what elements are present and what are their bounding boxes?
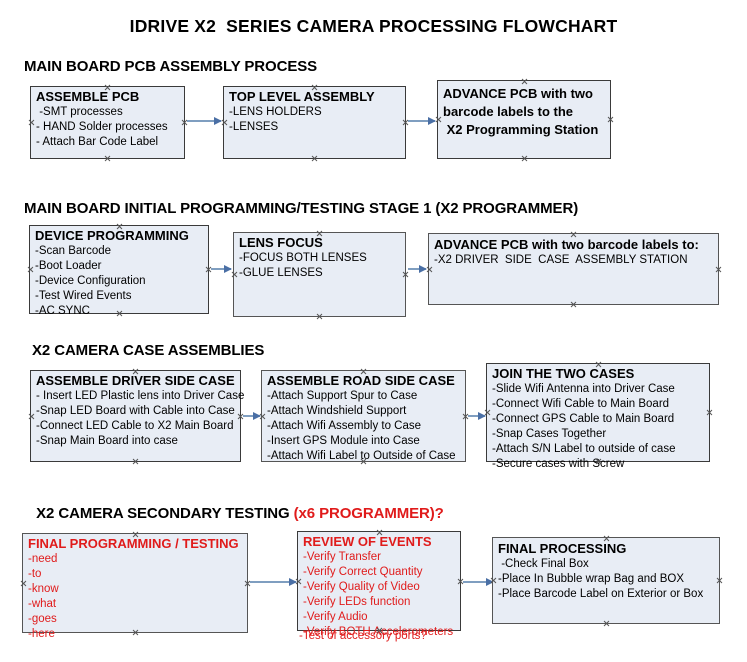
node-device-programming[interactable]: DEVICE PROGRAMMING -Scan Barcode -Boot L… [27, 225, 209, 317]
section-heading-pcb-assembly: MAIN BOARD PCB ASSEMBLY PROCESS [24, 58, 318, 75]
node-line: -LENSES [229, 121, 279, 133]
node-line: -Verify Transfer [303, 551, 381, 563]
node-join-the-two-cases[interactable]: JOIN THE TWO CASES -Slide Wifi Antenna i… [486, 363, 710, 470]
connection-point-top [521, 78, 528, 85]
section-heading-initial-programming: MAIN BOARD INITIAL PROGRAMMING/TESTING S… [24, 200, 579, 217]
node-line: -GLUE LENSES [239, 267, 323, 279]
node-line: -Scan Barcode [35, 245, 112, 257]
connector-final-programming-to-review [250, 578, 297, 586]
connection-point-bottom [603, 620, 610, 627]
node-title: REVIEW OF EVENTS [303, 534, 432, 549]
connection-point-bottom [311, 155, 318, 162]
connector-road-case-to-join-cases [468, 412, 486, 420]
connection-point-bottom [316, 313, 323, 320]
node-line: -Snap Main Board into case [36, 435, 178, 447]
connection-point-left [27, 266, 34, 273]
connection-point-bottom [570, 301, 577, 308]
node-line: -need [28, 553, 58, 565]
connector-assemble-pcb-to-top-level [187, 117, 222, 125]
node-final-processing[interactable]: FINAL PROCESSING -Check Final Box -Place… [492, 537, 720, 624]
node-line: - Attach Bar Code Label [36, 136, 159, 148]
node-title: ASSEMBLE DRIVER SIDE CASE [36, 373, 235, 388]
node-line: -Snap LED Board with Cable into Case [36, 405, 235, 417]
node-line: -Attach Windshield Support [267, 405, 407, 417]
node-line: -here [28, 628, 55, 640]
node-title: ASSEMBLE PCB [36, 89, 140, 104]
connection-point-bottom [521, 155, 528, 162]
node-title: ADVANCE PCB with two barcode labels to: [434, 237, 699, 252]
node-line: -to [28, 568, 42, 580]
page-title: IDRIVE X2 SERIES CAMERA PROCESSING FLOWC… [129, 16, 618, 36]
connection-point-left [28, 413, 35, 420]
node-advance-pcb-programming-station[interactable]: ADVANCE PCB with two barcode labels to t… [437, 80, 611, 159]
node-line: -SMT processes [36, 106, 123, 118]
node-line: -Connect Wifi Cable to Main Board [492, 398, 670, 410]
connector-driver-case-to-road-case [243, 412, 261, 420]
node-title: LENS FOCUS [239, 235, 323, 250]
node-line: -LENS HOLDERS [229, 106, 322, 118]
node-line: -FOCUS BOTH LENSES [239, 252, 367, 264]
node-line: -Verify LEDs function [303, 596, 411, 608]
node-line: -X2 DRIVER SIDE CASE ASSEMBLY STATION [434, 254, 688, 266]
node-line: -Connect LED Cable to X2 Main Board [36, 420, 234, 432]
node-line: - Insert LED Plastic lens into Driver Ca… [36, 390, 245, 402]
node-title: ADVANCE PCB with two [443, 86, 593, 101]
connector-device-programming-to-lens-focus [211, 265, 232, 273]
node-line: -goes [28, 613, 57, 625]
node-title: DEVICE PROGRAMMING [35, 228, 189, 243]
node-line: -Device Configuration [35, 275, 146, 287]
node-line: -Test Wired Events [35, 290, 132, 302]
section-heading-text: X2 CAMERA SECONDARY TESTING [36, 505, 294, 522]
node-title: ASSEMBLE ROAD SIDE CASE [267, 373, 455, 388]
node-line: -Place Barcode Label on Exterior or Box [498, 588, 704, 600]
node-title: TOP LEVEL ASSEMBLY [229, 89, 375, 104]
connection-point-left [28, 119, 35, 126]
node-advance-pcb-driver-side-station[interactable]: ADVANCE PCB with two barcode labels to: … [428, 233, 719, 305]
section-heading-secondary-testing: X2 CAMERA SECONDARY TESTING (x6 PROGRAMM… [28, 488, 444, 522]
node-assemble-driver-side-case[interactable]: ASSEMBLE DRIVER SIDE CASE - Insert LED P… [28, 370, 245, 465]
node-assemble-pcb[interactable]: ASSEMBLE PCB -SMT processes - HAND Solde… [30, 86, 185, 159]
node-line: -AC SYNC [35, 305, 90, 317]
node-line: -Verify Correct Quantity [303, 566, 423, 578]
section-heading-case-assemblies: X2 CAMERA CASE ASSEMBLIES [32, 342, 265, 359]
connection-point-bottom [132, 458, 139, 465]
node-line: barcode labels to the [443, 104, 574, 119]
node-review-of-events-overflow-line: -Test of accessory ports? [299, 630, 427, 642]
connection-point-bottom [104, 155, 111, 162]
node-final-programming-testing[interactable]: FINAL PROGRAMMING / TESTING -need -to -k… [20, 533, 248, 640]
node-title: JOIN THE TWO CASES [492, 366, 635, 381]
node-line: -Boot Loader [35, 260, 102, 272]
node-line: -Attach Wifi Label to Outside of Case [267, 450, 456, 462]
node-line: -Verify Quality of Video [303, 581, 420, 593]
node-line: -Snap Cases Together [492, 428, 607, 440]
connection-point-left [20, 580, 27, 587]
node-title: FINAL PROCESSING [498, 541, 627, 556]
node-lens-focus[interactable]: LENS FOCUS -FOCUS BOTH LENSES -GLUE LENS… [233, 232, 406, 317]
node-line: - HAND Solder processes [36, 121, 168, 133]
node-review-of-events[interactable]: REVIEW OF EVENTS -Verify Transfer -Verif… [297, 531, 461, 638]
node-line: -Attach Wifi Assembly to Case [267, 420, 422, 432]
node-line: -Verify BOTH Accelerometers [303, 626, 454, 638]
connector-lens-focus-to-advance-pcb-driver [408, 265, 427, 273]
node-assemble-road-side-case[interactable]: ASSEMBLE ROAD SIDE CASE -Attach Support … [261, 370, 466, 462]
node-line: -Attach Support Spur to Case [267, 390, 418, 402]
connector-review-to-final-processing [463, 578, 494, 586]
section-heading-suffix: (x6 PROGRAMMER)? [293, 505, 444, 522]
node-line: -Check Final Box [498, 558, 589, 570]
node-line: -know [28, 583, 59, 595]
node-line: -Attach S/N Label to outside of case [492, 443, 676, 455]
node-line: X2 Programming Station [443, 122, 599, 137]
node-line: -Insert GPS Module into Case [267, 435, 420, 447]
node-line: -Verify Audio [303, 611, 368, 623]
connector-top-level-to-advance-pcb [408, 117, 436, 125]
node-line: -Slide Wifi Antenna into Driver Case [492, 383, 675, 395]
node-line: -Connect GPS Cable to Main Board [492, 413, 675, 425]
node-line: -what [28, 598, 57, 610]
node-line: -Secure cases with Screw [492, 458, 625, 470]
node-title: FINAL PROGRAMMING / TESTING [28, 536, 239, 551]
node-line: -Place In Bubble wrap Bag and BOX [498, 573, 685, 585]
node-top-level-assembly[interactable]: TOP LEVEL ASSEMBLY -LENS HOLDERS -LENSES [223, 86, 406, 159]
